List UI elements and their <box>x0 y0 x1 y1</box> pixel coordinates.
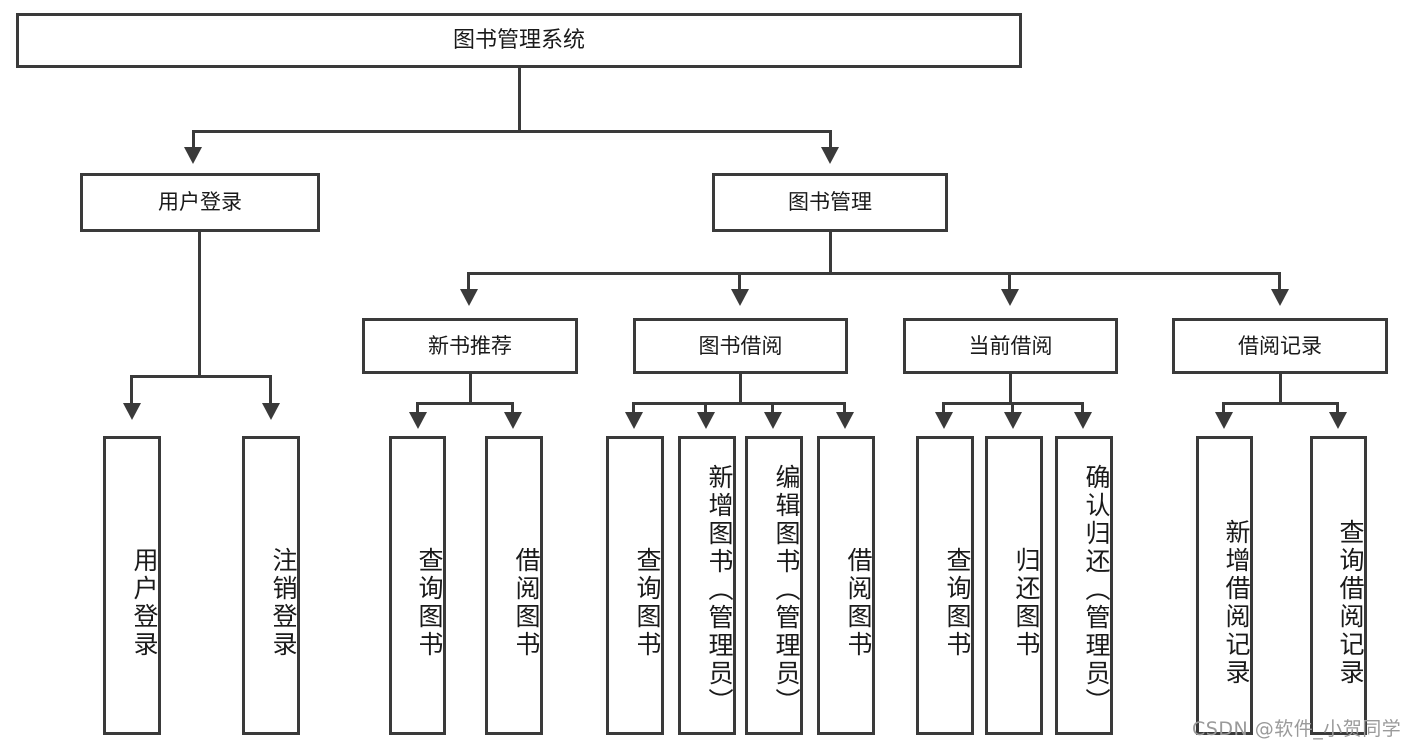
node-leaf-add-book-admin-label: 新增图书（管理员） <box>705 463 734 716</box>
arrow-to-leaf-borrow-book <box>836 412 854 429</box>
arrow-to-leaf-return-book <box>1004 412 1022 429</box>
connector-current-drop-1 <box>942 402 945 412</box>
connector-borrow-drop-3 <box>771 402 774 412</box>
node-leaf-borrow-book-label: 借阅图书 <box>844 546 873 659</box>
connector-root-drop-right <box>829 130 832 147</box>
node-leaf-confirm-return-admin-label: 确认归还（管理员） <box>1082 463 1111 716</box>
connector-recommend-stem <box>469 374 472 402</box>
connector-recommend-bus <box>416 402 514 405</box>
node-leaf-add-book-admin[interactable]: 新增图书（管理员） <box>678 436 736 735</box>
node-leaf-user-logout-label: 注销登录 <box>269 546 298 659</box>
arrow-to-user-login <box>184 147 202 164</box>
node-book-borrow[interactable]: 图书借阅 <box>633 318 848 374</box>
arrow-to-leaf-user-login <box>123 403 141 420</box>
connector-root-bus <box>192 130 832 133</box>
connector-book-manage-stem <box>829 232 832 272</box>
arrow-to-leaf-user-logout <box>262 403 280 420</box>
node-book-borrow-label: 图书借阅 <box>698 333 783 358</box>
connector-current-stem <box>1009 374 1012 402</box>
connector-borrow-bus <box>632 402 846 405</box>
connector-recommend-drop-2 <box>511 402 514 412</box>
node-leaf-add-borrow-record-label: 新增借阅记录 <box>1222 518 1251 687</box>
arrow-to-book-borrow <box>731 289 749 306</box>
connector-root-drop-left <box>192 130 195 147</box>
arrow-to-leaf-edit-book-admin <box>764 412 782 429</box>
connector-recommend-drop-1 <box>416 402 419 412</box>
node-leaf-query-book-current-label: 查询图书 <box>943 546 972 659</box>
node-leaf-borrow-book-recommend-label: 借阅图书 <box>512 546 541 659</box>
watermark-text: CSDN @软件_小贺同学 <box>1192 718 1402 740</box>
connector-current-drop-2 <box>1011 402 1014 412</box>
node-root-label: 图书管理系统 <box>452 27 585 53</box>
arrow-to-current-borrow <box>1001 289 1019 306</box>
connector-borrow-stem <box>739 374 742 402</box>
connector-borrow-drop-1 <box>632 402 635 412</box>
connector-user-login-bus <box>130 375 272 378</box>
node-leaf-query-borrow-record[interactable]: 查询借阅记录 <box>1310 436 1367 735</box>
connector-l2-drop-2 <box>738 272 741 289</box>
node-leaf-return-book[interactable]: 归还图书 <box>985 436 1043 735</box>
connector-l2-drop-4 <box>1278 272 1281 289</box>
node-user-login[interactable]: 用户登录 <box>80 173 320 232</box>
node-leaf-query-book-recommend[interactable]: 查询图书 <box>389 436 446 735</box>
node-leaf-edit-book-admin[interactable]: 编辑图书（管理员） <box>745 436 803 735</box>
connector-borrow-drop-4 <box>843 402 846 412</box>
arrow-to-borrow-record <box>1271 289 1289 306</box>
connector-l2-drop-3 <box>1008 272 1011 289</box>
node-leaf-add-borrow-record[interactable]: 新增借阅记录 <box>1196 436 1253 735</box>
connector-record-bus <box>1222 402 1338 405</box>
node-leaf-query-book-borrow-label: 查询图书 <box>633 546 662 659</box>
connector-user-login-drop-1 <box>130 375 133 403</box>
node-leaf-query-book-borrow[interactable]: 查询图书 <box>606 436 664 735</box>
node-leaf-edit-book-admin-label: 编辑图书（管理员） <box>772 463 801 716</box>
connector-record-drop-1 <box>1222 402 1225 412</box>
node-leaf-query-borrow-record-label: 查询借阅记录 <box>1336 518 1365 687</box>
node-leaf-borrow-book[interactable]: 借阅图书 <box>817 436 875 735</box>
node-current-borrow-label: 当前借阅 <box>968 333 1053 358</box>
node-leaf-query-book-current[interactable]: 查询图书 <box>916 436 974 735</box>
node-borrow-record-label: 借阅记录 <box>1238 333 1322 358</box>
node-current-borrow[interactable]: 当前借阅 <box>903 318 1118 374</box>
node-book-manage-label: 图书管理 <box>788 190 872 215</box>
node-leaf-confirm-return-admin[interactable]: 确认归还（管理员） <box>1055 436 1113 735</box>
arrow-to-book-manage <box>821 147 839 164</box>
node-book-manage[interactable]: 图书管理 <box>712 173 948 232</box>
node-leaf-return-book-label: 归还图书 <box>1012 546 1041 659</box>
node-root-system[interactable]: 图书管理系统 <box>16 13 1022 68</box>
arrow-to-new-book-recommend <box>460 289 478 306</box>
node-user-login-label: 用户登录 <box>158 190 242 215</box>
node-leaf-query-book-recommend-label: 查询图书 <box>415 546 444 659</box>
arrow-to-leaf-query-borrow-record <box>1329 412 1347 429</box>
node-leaf-borrow-book-recommend[interactable]: 借阅图书 <box>485 436 543 735</box>
arrow-to-leaf-query-book-borrow <box>625 412 643 429</box>
arrow-to-leaf-query-book-recommend <box>409 412 427 429</box>
connector-current-drop-3 <box>1081 402 1084 412</box>
connector-root-stem <box>518 68 521 130</box>
arrow-to-leaf-query-book-current <box>935 412 953 429</box>
arrow-to-leaf-add-borrow-record <box>1215 412 1233 429</box>
node-new-book-recommend-label: 新书推荐 <box>428 333 512 358</box>
arrow-to-leaf-add-book-admin <box>697 412 715 429</box>
connector-borrow-drop-2 <box>704 402 707 412</box>
node-borrow-record[interactable]: 借阅记录 <box>1172 318 1388 374</box>
connector-record-stem <box>1279 374 1282 402</box>
connector-record-drop-2 <box>1336 402 1339 412</box>
connector-l2-drop-1 <box>467 272 470 289</box>
arrow-to-leaf-confirm-return-admin <box>1074 412 1092 429</box>
connector-user-login-drop-2 <box>269 375 272 403</box>
node-leaf-user-login[interactable]: 用户登录 <box>103 436 161 735</box>
node-leaf-user-login-label: 用户登录 <box>130 546 159 659</box>
connector-book-manage-bus <box>467 272 1281 275</box>
node-leaf-user-logout[interactable]: 注销登录 <box>242 436 300 735</box>
node-new-book-recommend[interactable]: 新书推荐 <box>362 318 578 374</box>
connector-user-login-stem <box>198 232 201 375</box>
arrow-to-leaf-borrow-book-recommend <box>504 412 522 429</box>
